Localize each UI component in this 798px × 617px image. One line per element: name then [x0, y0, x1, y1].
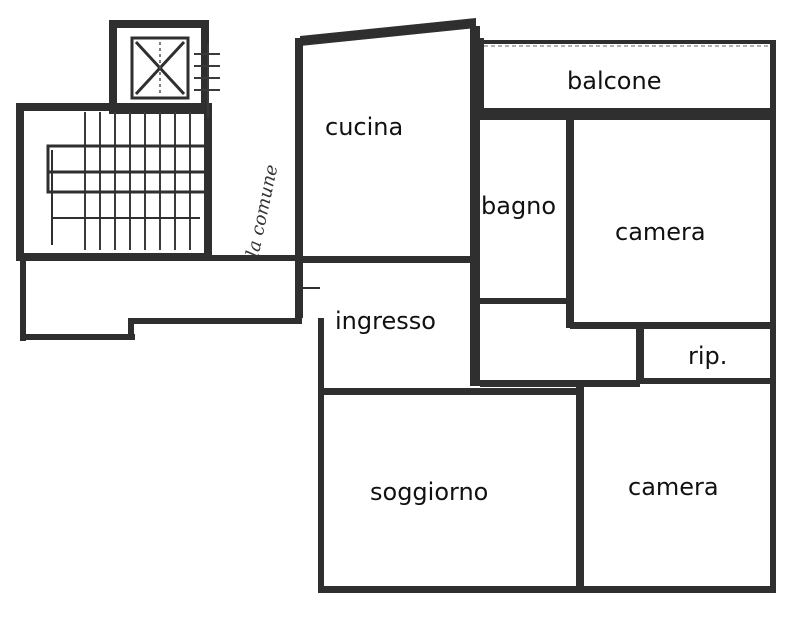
room-label-soggiorno: soggiorno [370, 478, 488, 506]
room-label-camera-1: camera [615, 218, 706, 246]
room-label-balcone: balcone [567, 67, 661, 95]
interior-walls [300, 26, 776, 590]
room-label-ingresso: ingresso [335, 307, 436, 335]
room-label-rip: rip. [688, 342, 727, 370]
room-label-camera-2: camera [628, 473, 719, 501]
room-label-cucina: cucina [325, 113, 403, 141]
exterior-walls [300, 18, 776, 593]
stairwell-area [16, 20, 320, 341]
stair-note: la comune [242, 163, 282, 259]
room-label-bagno: bagno [481, 192, 556, 220]
